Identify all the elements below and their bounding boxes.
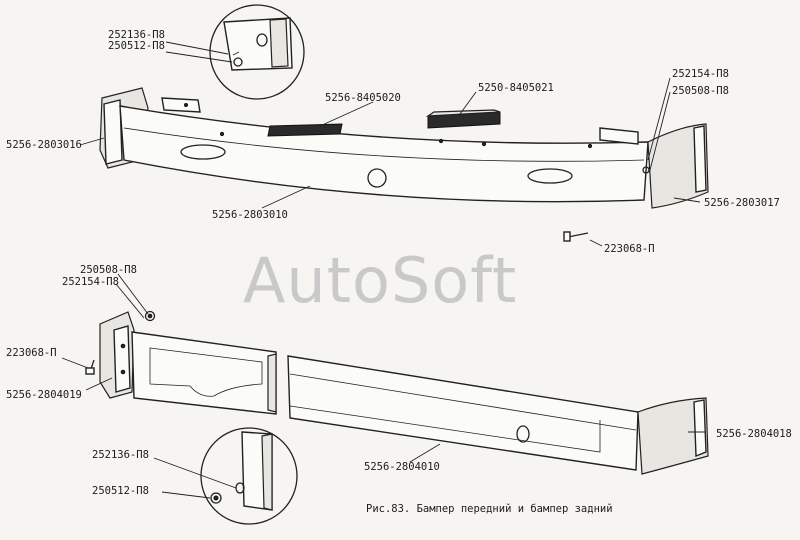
label-252154-front: 252154-П8	[672, 68, 729, 80]
label-8405021: 5250-8405021	[478, 82, 554, 94]
front-bumper	[99, 4, 709, 242]
front-pad-left	[267, 123, 343, 137]
front-leaders	[79, 41, 701, 247]
label-2803010: 5256-2803010	[212, 209, 288, 221]
rear-end-cap-right	[637, 397, 709, 475]
rear-bumper	[85, 310, 709, 525]
label-250508-rear: 250508-П8	[80, 264, 137, 276]
rear-beam	[287, 355, 639, 471]
rear-labels: 250508-П8 252154-П8 223068-П 5256-280401…	[6, 264, 792, 497]
rear-detail-circle	[200, 427, 298, 525]
label-252136-rear: 252136-П8	[92, 449, 149, 461]
rear-beam-left-section	[131, 331, 277, 415]
label-2804019: 5256-2804019	[6, 389, 82, 401]
rear-bolt-left	[85, 359, 95, 375]
front-end-cap-right	[647, 123, 709, 209]
label-223068-rear: 223068-П	[6, 347, 57, 359]
label-2804010: 5256-2804010	[364, 461, 440, 473]
label-252136-front: 252136-П8	[108, 29, 165, 41]
front-bolt-right	[563, 231, 589, 242]
label-2804018: 5256-2804018	[716, 428, 792, 440]
figure-caption: Рис.83. Бампер передний и бампер задний	[366, 503, 613, 515]
label-250512-rear: 250512-П8	[92, 485, 149, 497]
rear-leaders	[61, 273, 706, 499]
front-beam	[119, 105, 649, 203]
watermark: AutoSoft	[243, 244, 517, 317]
front-labels: 252136-П8 250512-П8 5256-8405020 5250-84…	[6, 29, 780, 255]
label-2803016: 5256-2803016	[6, 139, 82, 151]
label-2803017: 5256-2803017	[704, 197, 780, 209]
label-250512-front: 250512-П8	[108, 40, 165, 52]
front-detail-circle	[209, 4, 305, 100]
label-223068-front: 223068-П	[604, 243, 655, 255]
label-250508-front: 250508-П8	[672, 85, 729, 97]
label-252154-rear: 252154-П8	[62, 276, 119, 288]
label-8405020: 5256-8405020	[325, 92, 401, 104]
